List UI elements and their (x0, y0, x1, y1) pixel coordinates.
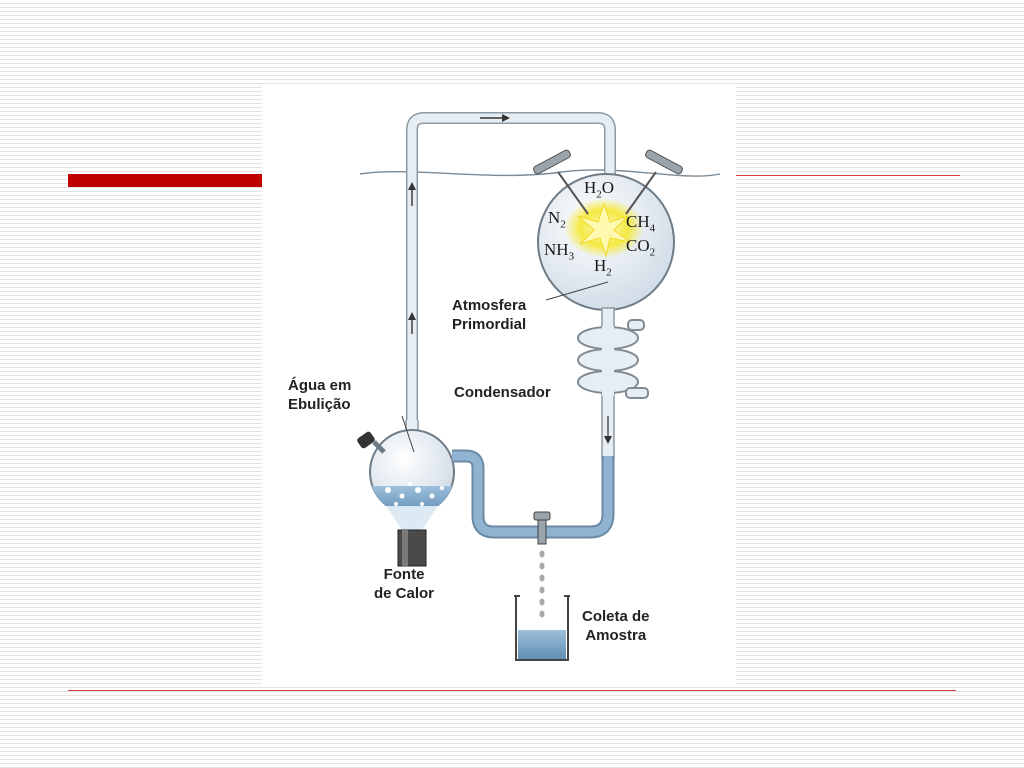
title-accent-line (736, 175, 960, 176)
label-coleta-de-amostra: Coleta de Amostra (582, 608, 650, 644)
title-accent-bar (68, 174, 264, 187)
flask-stopper (357, 431, 386, 454)
footer-accent-line (68, 690, 956, 691)
atmosfera-pointer (545, 281, 609, 301)
formula-h2o: H2O (584, 178, 615, 201)
label-agua-em-ebulicao: Água em Ebulição (288, 377, 352, 413)
label-fonte-de-calor: Fonte de Calor (374, 566, 435, 602)
formula-ch4: CH4 (626, 212, 656, 235)
miller-urey-diagram: H2O N2 CH4 NH3 CO2 H2 Atmosfera Primordi… (262, 86, 736, 686)
collection-beaker-water (518, 630, 566, 660)
falling-drops (539, 550, 545, 618)
left-electrode (533, 149, 589, 215)
collection-beaker (515, 596, 569, 661)
formula-co2: CO2 (626, 236, 656, 259)
water-bubbles (385, 482, 444, 506)
agua-pointer (401, 415, 415, 453)
heat-source-flame (386, 506, 438, 530)
label-condensador: Condensador (454, 384, 551, 401)
formula-n2: N2 (548, 208, 566, 231)
label-atmosfera-primordial: Atmosfera Primordial (452, 297, 527, 333)
formula-h2: H2 (594, 256, 612, 279)
sampling-stopcock (533, 511, 551, 545)
right-electrode (625, 149, 683, 215)
apparatus-drawing (357, 112, 721, 661)
formula-nh3: NH3 (544, 240, 575, 263)
